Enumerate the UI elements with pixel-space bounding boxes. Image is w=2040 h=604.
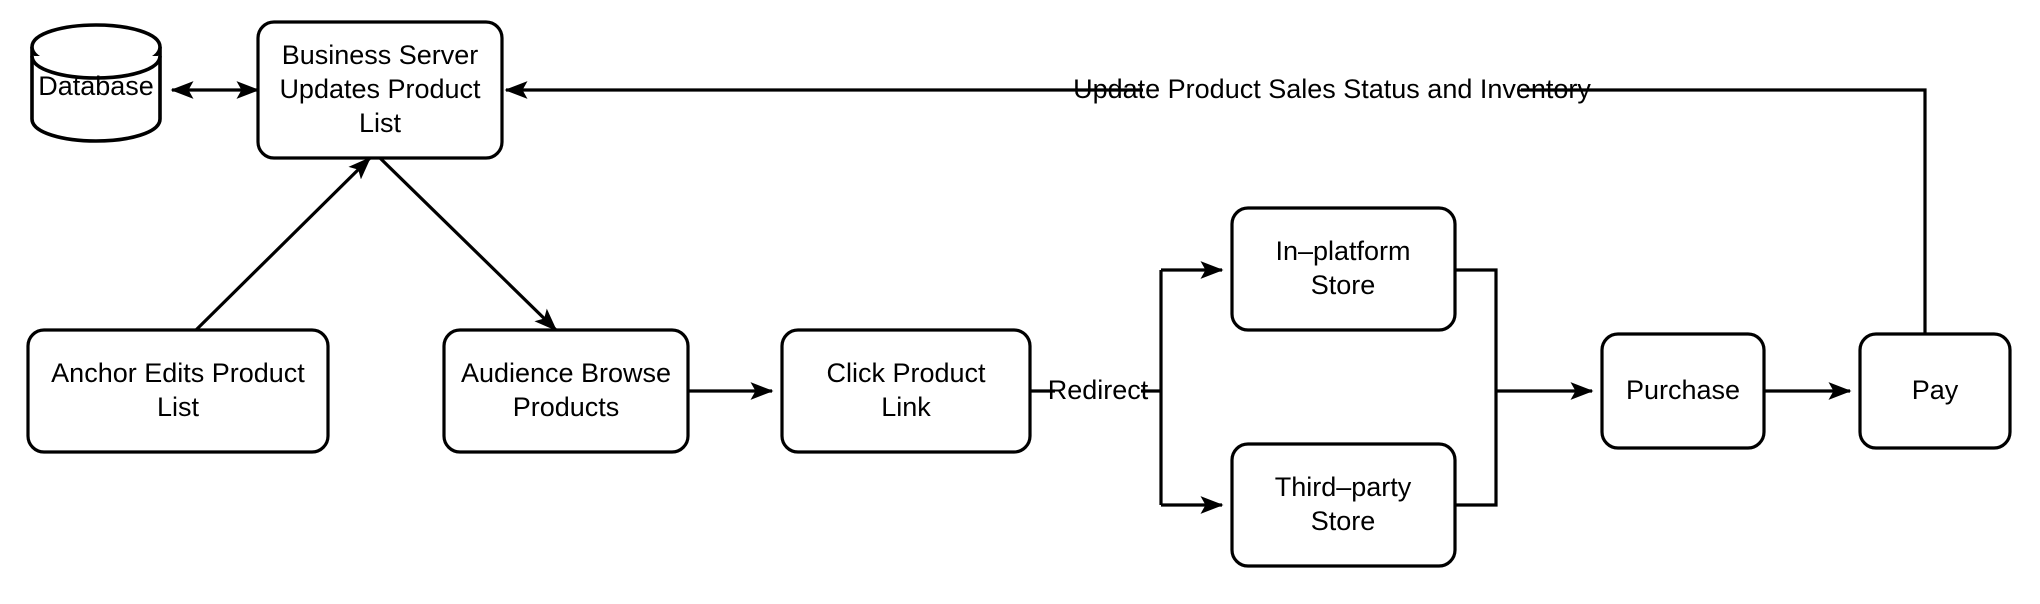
edge-label-redirect: Redirect xyxy=(1048,375,1149,405)
in-platform-store-label-line1: In–platform xyxy=(1275,236,1410,266)
click-product-link-box xyxy=(780,328,1032,454)
pay-label: Pay xyxy=(1912,375,1959,405)
edge-label-update-inventory-group: Update Product Sales Status and Inventor… xyxy=(1073,74,1591,105)
node-in-platform-store[interactable]: In–platform Store xyxy=(1230,206,1457,332)
business-server-label-line1: Business Server xyxy=(282,40,479,70)
node-database[interactable]: Database xyxy=(30,23,162,143)
node-purchase[interactable]: Purchase xyxy=(1600,332,1766,450)
node-click-product-link[interactable]: Click Product Link xyxy=(780,328,1032,454)
database-label: Database xyxy=(38,71,154,101)
in-platform-store-box xyxy=(1230,206,1457,332)
business-server-label-line2: Updates Product xyxy=(279,74,481,104)
node-pay[interactable]: Pay xyxy=(1858,332,2012,450)
edge-label-redirect-group: Redirect xyxy=(1048,375,1149,406)
node-business-server[interactable]: Business Server Updates Product List xyxy=(256,20,504,160)
in-platform-store-label-line2: Store xyxy=(1311,270,1376,300)
edge-in-platform-store-to-merge xyxy=(1455,268,1498,391)
update-inventory-label-backdrop xyxy=(1143,75,1521,105)
pay-box xyxy=(1858,332,2012,450)
audience-browse-box xyxy=(442,328,690,454)
redirect-label-backdrop xyxy=(1055,376,1141,406)
node-audience-browse-products[interactable]: Audience Browse Products xyxy=(442,328,690,454)
anchor-edits-box xyxy=(26,328,330,454)
edge-third-party-store-to-merge xyxy=(1455,391,1498,507)
audience-browse-label-line1: Audience Browse xyxy=(461,358,671,388)
anchor-edits-label-line2: List xyxy=(157,392,200,422)
click-product-link-label-line2: Link xyxy=(881,392,931,422)
third-party-store-box xyxy=(1230,442,1457,568)
click-product-link-label-line1: Click Product xyxy=(826,358,986,388)
audience-browse-label-line2: Products xyxy=(513,392,620,422)
edge-business-server-to-audience-browse xyxy=(378,156,558,332)
node-anchor-edits-product-list[interactable]: Anchor Edits Product List xyxy=(26,328,330,454)
third-party-store-label-line2: Store xyxy=(1311,506,1376,536)
anchor-edits-label-line1: Anchor Edits Product xyxy=(51,358,305,388)
node-third-party-store[interactable]: Third–party Store xyxy=(1230,442,1457,568)
edge-anchor-edits-to-business-server xyxy=(194,156,372,332)
third-party-store-label-line1: Third–party xyxy=(1275,472,1412,502)
edge-pay-to-business-server-return-right xyxy=(1521,88,1927,334)
purchase-box xyxy=(1600,332,1766,450)
purchase-label: Purchase xyxy=(1626,375,1740,405)
edge-label-update-inventory: Update Product Sales Status and Inventor… xyxy=(1073,74,1591,104)
business-server-box xyxy=(256,20,504,160)
business-server-label-line3: List xyxy=(359,108,402,138)
database-cylinder-top-ellipse-2 xyxy=(30,55,162,80)
